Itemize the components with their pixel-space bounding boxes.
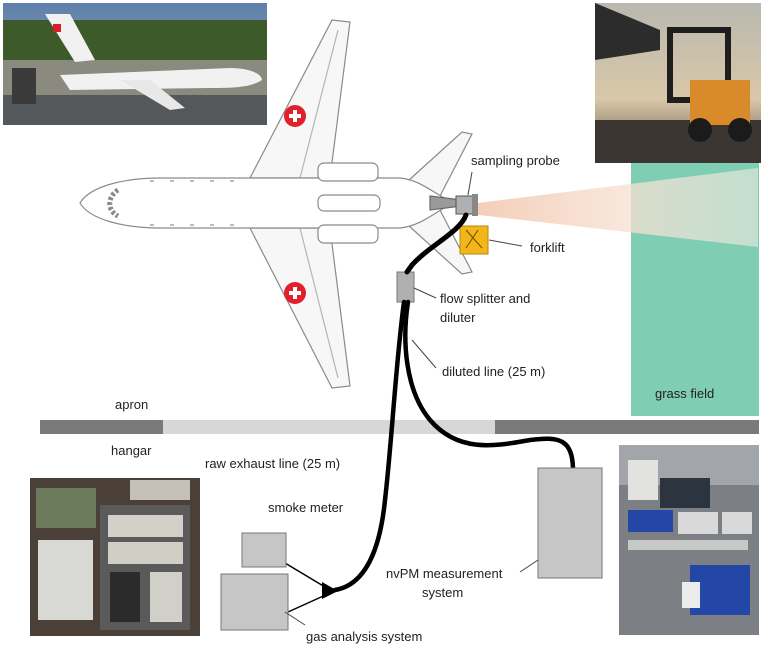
flow-splitter-diluter-box — [396, 271, 415, 303]
forklift-icon — [459, 225, 489, 255]
swiss-cross-icon — [284, 105, 306, 127]
apron-label: apron — [115, 397, 148, 412]
leader-lines — [284, 171, 539, 626]
gas-analysis-rack-photo — [30, 478, 200, 636]
forklift-label: forklift — [530, 240, 565, 255]
exhaust-plume — [470, 168, 758, 247]
gas-analysis-box — [220, 573, 289, 631]
diluted-line-label: diluted line (25 m) — [442, 364, 545, 379]
apron-hangar-boundary — [40, 420, 759, 434]
probe-to-splitter-line — [404, 212, 469, 275]
nvpm-label-line2: system — [422, 585, 463, 600]
swiss-cross-icon — [284, 282, 306, 304]
aircraft-top-view — [79, 19, 473, 389]
diluted-line — [403, 299, 576, 471]
grass-field-label: grass field — [655, 386, 714, 401]
gas-analysis-label: gas analysis system — [306, 629, 422, 644]
smoke-meter-label: smoke meter — [268, 500, 344, 515]
hangar-label: hangar — [111, 443, 152, 458]
aircraft-photo — [3, 3, 267, 125]
nvpm-system-box — [537, 467, 603, 579]
smoke-meter-box — [241, 532, 287, 568]
nvpm-label-line1: nvPM measurement — [386, 566, 503, 581]
flow-splitter-label-line1: flow splitter and — [440, 291, 530, 306]
raw-exhaust-line-label: raw exhaust line (25 m) — [205, 456, 340, 471]
flow-splitter-label-line2: diluter — [440, 310, 476, 325]
nvpm-rack-photo — [619, 445, 759, 635]
line-junction-arrow — [322, 582, 338, 599]
forklift-photo — [595, 3, 761, 163]
sampling-probe-label: sampling probe — [471, 153, 560, 168]
raw-exhaust-line — [332, 299, 407, 593]
sampling-probe-icon — [455, 194, 478, 216]
